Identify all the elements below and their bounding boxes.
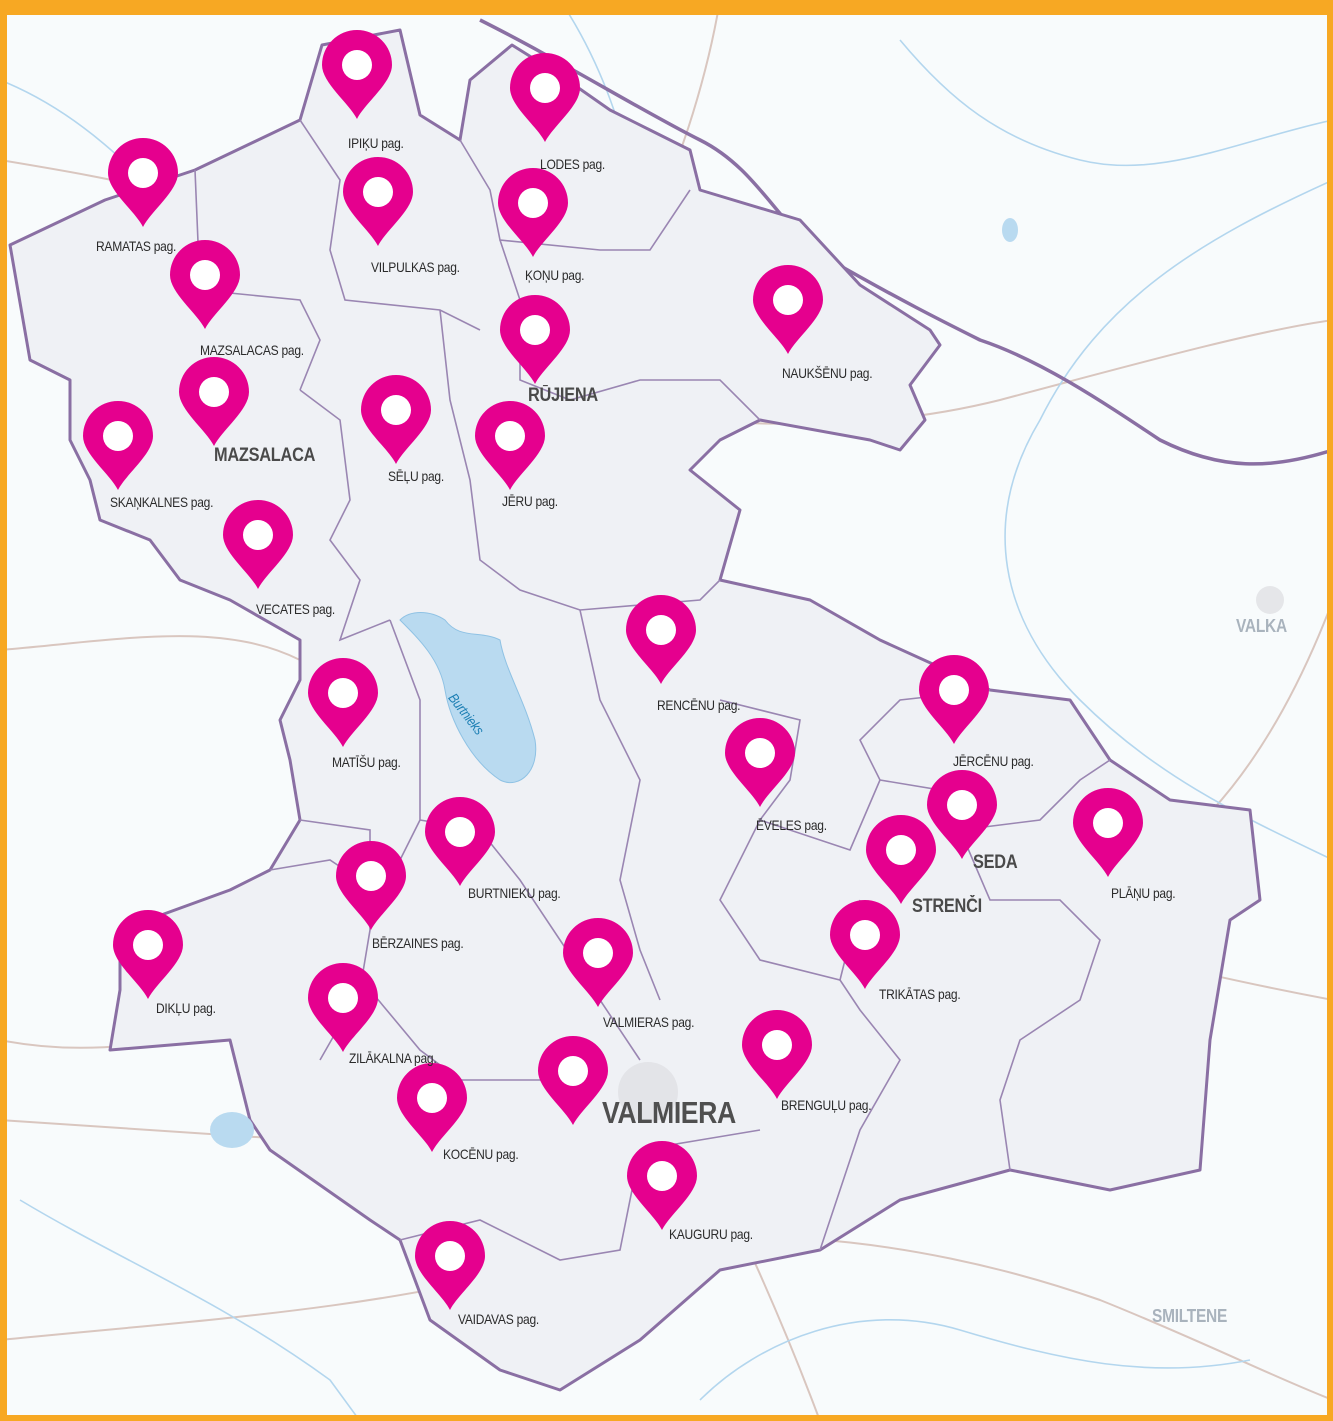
national-border <box>479 18 1327 466</box>
label-seda: SEDA <box>973 852 1018 873</box>
label-ramatas: RAMATAS pag. <box>96 238 177 254</box>
label-konu: ĶOŅU pag. <box>525 267 585 283</box>
label-selu: SĒĻU pag. <box>388 468 444 484</box>
label-jeru: JĒRU pag. <box>502 493 558 509</box>
label-jercenu: JĒRCĒNU pag. <box>953 753 1034 769</box>
label-planu: PLĀŅU pag. <box>1111 885 1176 901</box>
label-diklu: DIKĻU pag. <box>156 1000 216 1016</box>
label-brengulu: BRENGUĻU pag. <box>781 1097 872 1113</box>
label-lodes: LODES pag. <box>540 156 606 172</box>
label-ipiku: IPIĶU pag. <box>348 135 404 151</box>
label-zilakalna: ZILĀKALNA pag. <box>349 1050 437 1066</box>
label-mazsalacas: MAZSALACAS pag. <box>200 342 304 358</box>
label-burtnieku: BURTNIEKU pag. <box>468 885 561 901</box>
label-berzaines: BĒRZAINES pag. <box>372 935 464 951</box>
label-vaidavas: VAIDAVAS pag. <box>458 1311 539 1327</box>
label-valmieras: VALMIERAS pag. <box>603 1014 695 1030</box>
map-frame: IPIĶU pag. LODES pag. RAMATAS pag. VILPULKA… <box>7 15 1327 1415</box>
label-rujiena: RŪJIENA <box>528 385 598 406</box>
lakes <box>210 218 1018 1148</box>
label-naukšēnu: NAUKŠĒNU pag. <box>782 365 873 381</box>
label-kauguru: KAUGURU pag. <box>669 1226 753 1242</box>
county-area <box>8 28 1262 1392</box>
label-valka: VALKA <box>1236 616 1287 636</box>
label-matisu: MATĪŠU pag. <box>332 754 401 770</box>
label-smiltene: SMILTENE <box>1152 1306 1228 1326</box>
label-vilpulkas: VILPULKAS pag. <box>371 259 460 275</box>
label-rencenu: RENCĒNU pag. <box>657 697 741 713</box>
label-kocenu: KOCĒNU pag. <box>443 1146 519 1162</box>
label-vecates: VECATES pag. <box>256 601 335 617</box>
label-trikatas: TRIKĀTAS pag. <box>879 986 961 1002</box>
label-skankalnes: SKAŅKALNES pag. <box>110 494 214 510</box>
label-valmiera: VALMIERA <box>602 1095 736 1130</box>
label-eveles: ĒVELES pag. <box>756 817 827 833</box>
map-canvas[interactable] <box>7 15 1327 1415</box>
label-strenci: STRENČI <box>912 896 982 917</box>
town-areas <box>618 586 1284 1122</box>
label-mazsalaca: MAZSALACA <box>214 445 316 466</box>
lake-burtnieks <box>399 612 537 784</box>
